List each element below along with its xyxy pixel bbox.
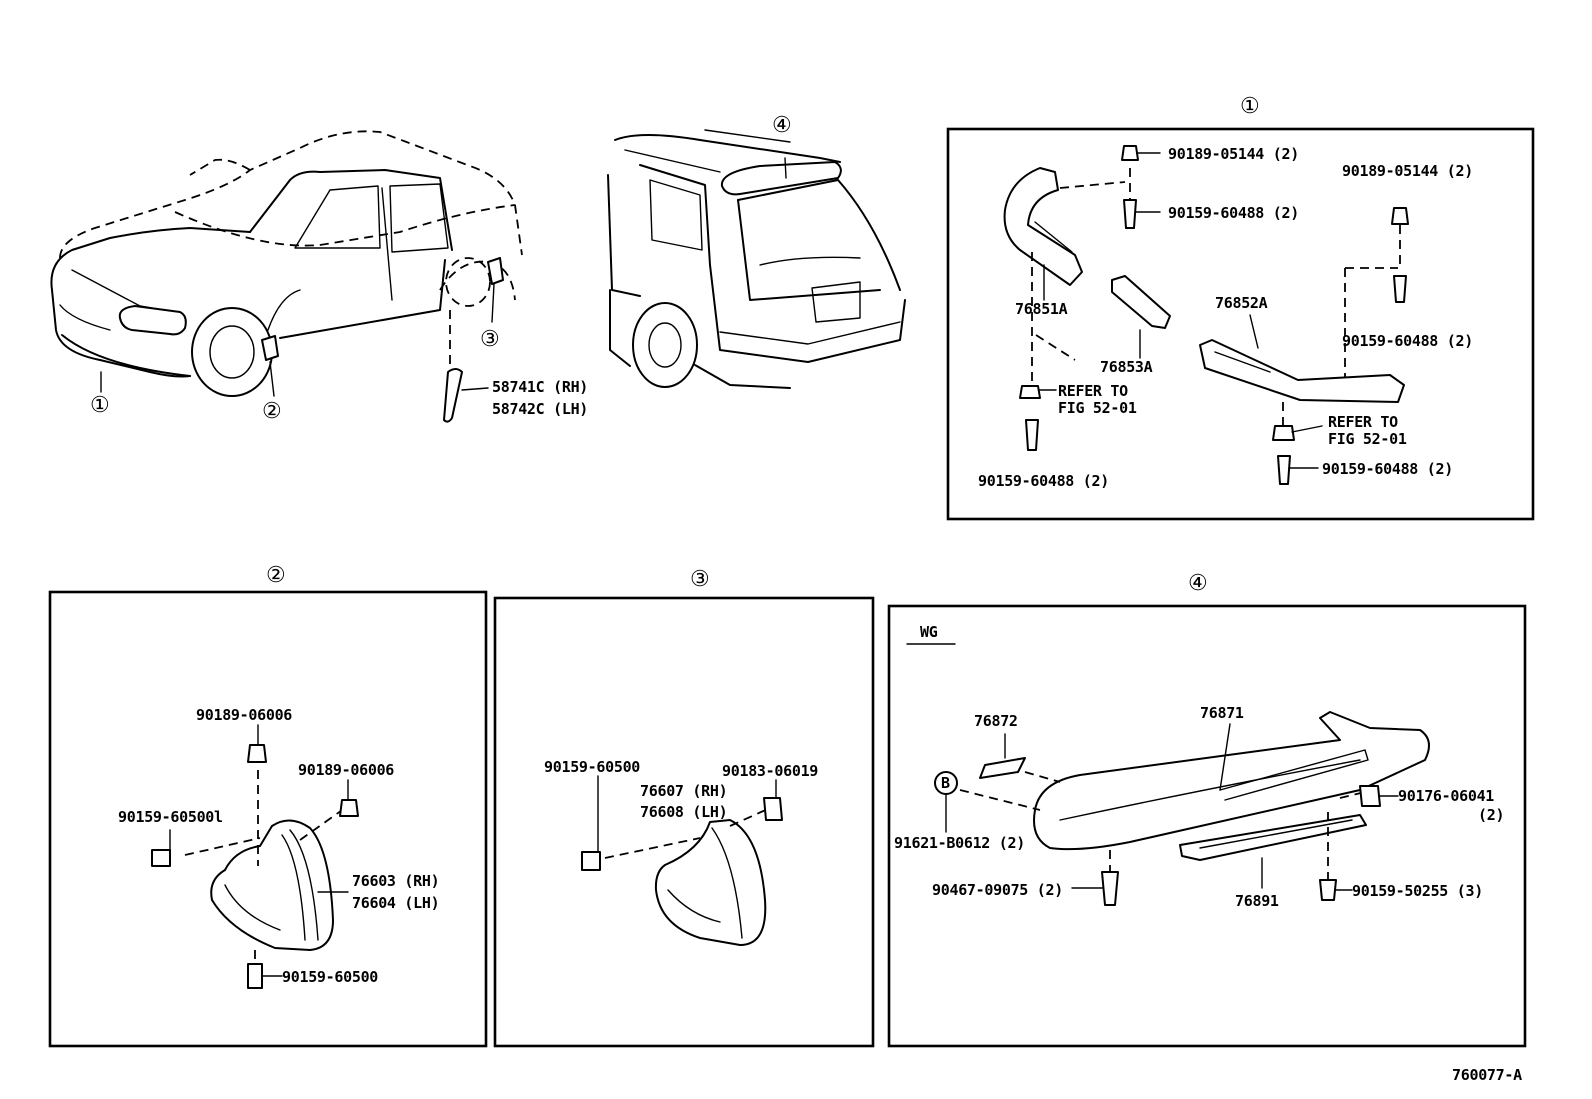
bolt-icon bbox=[1391, 207, 1409, 225]
label-90176-06041: 90176-06041 bbox=[1398, 787, 1494, 805]
label-90467-09075: 90467-09075 (2) bbox=[932, 881, 1063, 899]
screw-icon bbox=[1277, 455, 1291, 485]
callout-3-header: ③ bbox=[690, 567, 710, 592]
label-58741c: 58741C (RH) bbox=[492, 378, 588, 396]
screw-icon bbox=[247, 963, 263, 989]
label-90176-06041-qty: (2) bbox=[1478, 806, 1504, 824]
callout-1-header: ① bbox=[1240, 94, 1260, 119]
callout-4-header: ④ bbox=[1188, 571, 1208, 596]
label-refer-b-line1: REFER TO bbox=[1328, 413, 1398, 431]
figure-code: 760077-A bbox=[1452, 1066, 1522, 1084]
label-76604: 76604 (LH) bbox=[352, 894, 439, 912]
clip-icon bbox=[1272, 425, 1295, 441]
label-90159-60500: 90159-60500 bbox=[544, 758, 640, 776]
nut-icon bbox=[1359, 785, 1381, 807]
bolt-icon bbox=[1121, 145, 1139, 161]
rivet-icon bbox=[1101, 871, 1119, 906]
label-wg: WG bbox=[920, 623, 938, 641]
label-90159-60488-a: 90159-60488 (2) bbox=[1168, 204, 1299, 222]
label-76851a: 76851A bbox=[1015, 300, 1068, 318]
label-76891: 76891 bbox=[1235, 892, 1279, 910]
label-76852a: 76852A bbox=[1215, 294, 1268, 312]
callout-2-header: ② bbox=[266, 563, 286, 588]
label-90159-50255: 90159-50255 (3) bbox=[1352, 882, 1483, 900]
screw-icon bbox=[151, 849, 171, 867]
panel-1-frame bbox=[946, 127, 1535, 521]
label-91621-b0612: 91621-B0612 (2) bbox=[894, 834, 1025, 852]
label-90183-06019: 90183-06019 bbox=[722, 762, 818, 780]
panel-2-frame bbox=[48, 590, 488, 1048]
callout-4-overview: ④ bbox=[772, 113, 792, 138]
panel-3-frame bbox=[493, 596, 875, 1048]
label-b-marker: B bbox=[941, 774, 950, 792]
label-76871: 76871 bbox=[1200, 704, 1244, 722]
label-90159-60500-bottom: 90159-60500 bbox=[282, 968, 378, 986]
label-90189-05144-a: 90189-05144 (2) bbox=[1168, 145, 1299, 163]
screw-icon bbox=[1393, 275, 1407, 303]
panel-3-parts bbox=[581, 775, 783, 946]
label-76608: 76608 (LH) bbox=[640, 803, 727, 821]
screw-icon bbox=[1025, 419, 1039, 451]
label-76607: 76607 (RH) bbox=[640, 782, 727, 800]
label-90159-60488-d: 90159-60488 (2) bbox=[1322, 460, 1453, 478]
label-90189-06006-right: 90189-06006 bbox=[298, 761, 394, 779]
screw-icon bbox=[1319, 879, 1337, 901]
label-76853a: 76853A bbox=[1100, 358, 1153, 376]
callout-3-overview: ③ bbox=[480, 327, 500, 352]
label-90159-60500-left: 90159-60500l bbox=[118, 808, 223, 826]
label-refer-b-line2: FIG 52-01 bbox=[1328, 430, 1407, 448]
label-refer-a-line2: FIG 52-01 bbox=[1058, 399, 1137, 417]
clip-icon bbox=[763, 797, 783, 821]
screw-icon bbox=[581, 851, 601, 871]
clip-icon bbox=[1019, 385, 1041, 399]
label-refer-a-line1: REFER TO bbox=[1058, 382, 1128, 400]
panel-1-parts bbox=[1003, 145, 1409, 485]
bolt-icon bbox=[247, 744, 267, 763]
label-76872: 76872 bbox=[974, 712, 1018, 730]
label-90189-05144-b: 90189-05144 (2) bbox=[1342, 162, 1473, 180]
pad-icon bbox=[979, 757, 1026, 779]
callout-1-overview: ① bbox=[90, 393, 110, 418]
panel-4-frame bbox=[887, 604, 1527, 1048]
label-90159-60488-c: 90159-60488 (2) bbox=[978, 472, 1109, 490]
label-58742c: 58742C (LH) bbox=[492, 400, 588, 418]
panel-4-parts bbox=[906, 643, 1430, 906]
label-90159-60488-b: 90159-60488 (2) bbox=[1342, 332, 1473, 350]
screw-icon bbox=[1123, 199, 1137, 229]
callout-2-overview: ② bbox=[262, 399, 282, 424]
sedan-illustration bbox=[50, 130, 523, 423]
wagon-illustration bbox=[607, 129, 906, 389]
label-76603: 76603 (RH) bbox=[352, 872, 439, 890]
bolt-icon bbox=[339, 799, 359, 817]
panel-2-parts bbox=[151, 724, 359, 989]
label-90189-06006-top: 90189-06006 bbox=[196, 706, 292, 724]
